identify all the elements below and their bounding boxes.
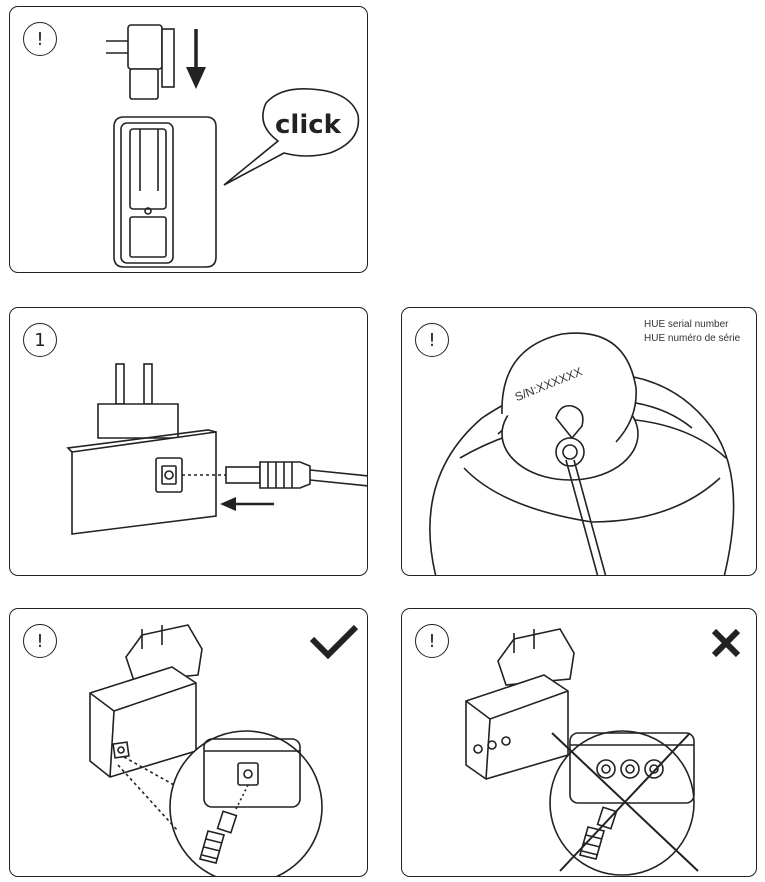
- adapter-single-port: [89, 624, 203, 778]
- caution-badge: !: [23, 624, 57, 658]
- adapter-body: [113, 116, 217, 268]
- adapter-triple-port: [465, 628, 575, 780]
- wrong-port-illustration: [465, 628, 741, 876]
- panel-correct-port: !: [9, 608, 368, 877]
- serial-label-fr: HUE numéro de série: [644, 333, 741, 344]
- panel-plug-attach: ! click: [9, 6, 368, 273]
- prohibited-cross: [551, 732, 699, 872]
- connect-cable-illustration: [66, 363, 367, 535]
- click-speech-bubble: [223, 87, 360, 186]
- zoomed-dc-plug: [579, 806, 618, 860]
- caution-badge: !: [415, 323, 449, 357]
- adapter-box: [66, 429, 217, 535]
- plug-attach-illustration: click: [106, 24, 360, 268]
- correct-port-illustration: [89, 624, 359, 876]
- lamp-base-illustration: S/N:XXXXXX: [429, 332, 735, 575]
- panel-connect-cable: 1: [9, 307, 368, 576]
- power-cable: [565, 459, 599, 575]
- click-callout-text: click: [275, 110, 342, 140]
- panel-serial-number: ! HUE serial number HUE numéro de série …: [401, 307, 757, 576]
- zoomed-port: [203, 738, 301, 810]
- serial-label-en: HUE serial number: [644, 319, 729, 330]
- step-badge: 1: [23, 323, 57, 357]
- plug-clip: [106, 24, 175, 100]
- zoomed-dc-plug: [199, 810, 238, 864]
- caution-badge: !: [415, 624, 449, 658]
- adapter-prongs: [97, 363, 179, 439]
- left-arrow-icon: [220, 497, 274, 511]
- check-icon: [309, 624, 359, 660]
- zoomed-triple-port: [569, 732, 695, 804]
- panel-wrong-port: !: [401, 608, 757, 877]
- serial-tab: [501, 332, 637, 443]
- caution-badge: !: [23, 22, 57, 56]
- dc-plug: [225, 461, 367, 489]
- down-arrow-icon: [186, 29, 206, 89]
- cross-icon: [711, 628, 741, 658]
